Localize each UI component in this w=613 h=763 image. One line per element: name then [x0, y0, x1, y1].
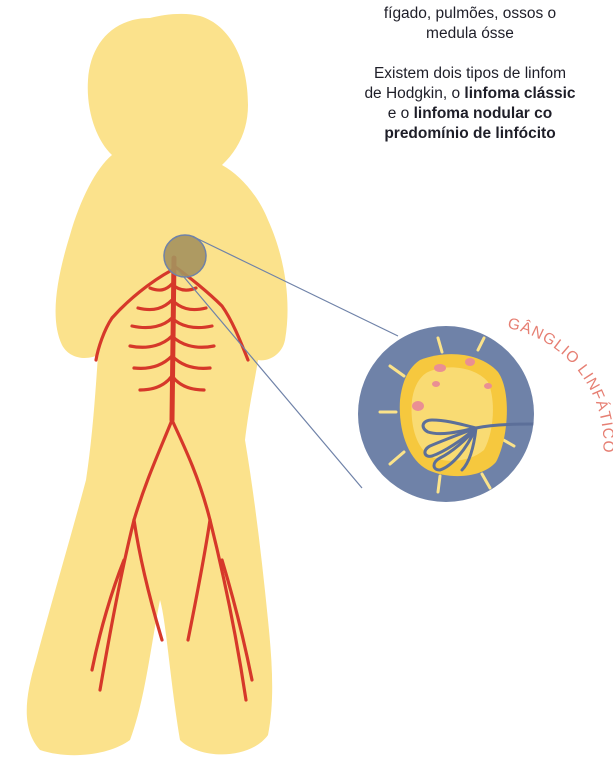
- paragraph-organs-line1: fígado, pulmões, ossos o: [384, 5, 556, 22]
- child-silhouette: [27, 14, 288, 755]
- paragraph-types-line3a: e o: [388, 105, 414, 122]
- paragraph-types-line2a: de Hodgkin, o: [364, 85, 464, 102]
- lymph-node-callout: [358, 326, 540, 502]
- paragraph-types-line1: Existem dois tipos de linfom: [374, 65, 566, 82]
- paragraph-organs: fígado, pulmões, ossos o medula ósse: [300, 4, 613, 44]
- paragraph-organs-line2: medula ósse: [426, 25, 514, 42]
- lymphocyte-predominance-term: predomínio de linfócito: [384, 125, 555, 142]
- nodular-lymphoma-term: linfoma nodular co: [414, 105, 553, 122]
- neck-lymph-node-marker: [164, 235, 206, 277]
- paragraph-types: Existem dois tipos de linfom de Hodgkin,…: [300, 64, 613, 144]
- classic-lymphoma-term: linfoma clássic: [464, 85, 575, 102]
- intro-text: fígado, pulmões, ossos o medula ósse Exi…: [300, 0, 613, 144]
